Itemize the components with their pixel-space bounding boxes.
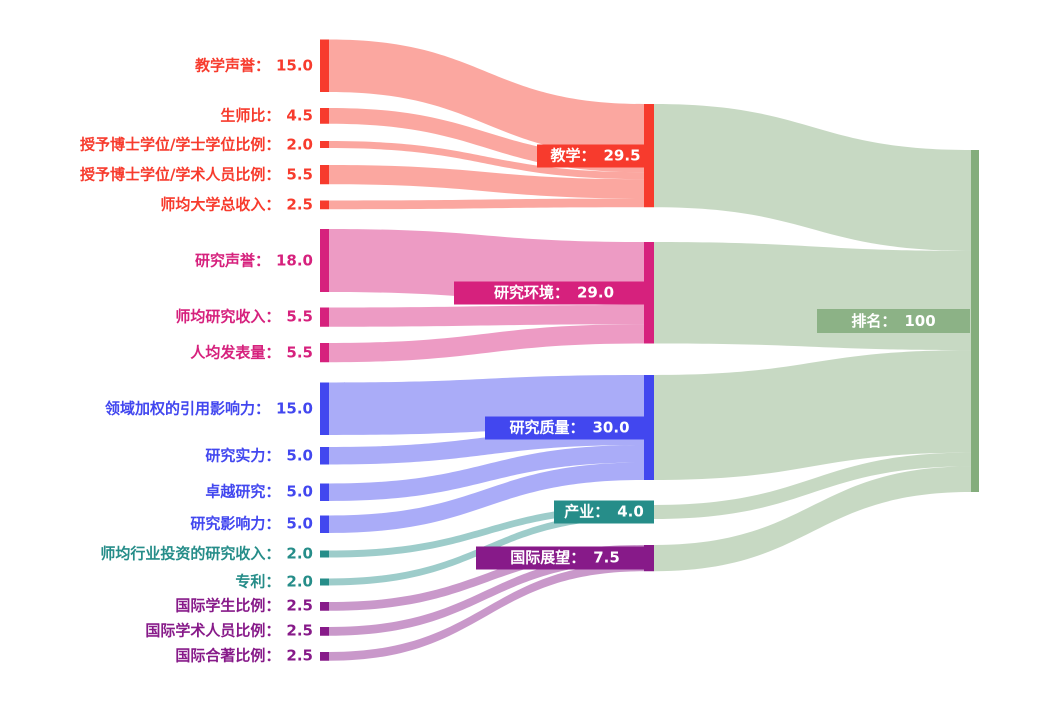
sankey-category-node[interactable] [644, 505, 654, 519]
sankey-flow[interactable] [329, 375, 644, 435]
sankey-flow[interactable] [654, 466, 971, 572]
sankey-source-node[interactable] [320, 652, 329, 661]
sankey-target-node[interactable] [971, 150, 979, 492]
sankey-source-node[interactable] [320, 141, 329, 148]
sankey-source-node[interactable] [320, 382, 329, 436]
sankey-flow[interactable] [329, 141, 644, 180]
sankey-flow[interactable] [329, 165, 644, 199]
sankey-source-node[interactable] [320, 343, 329, 363]
sankey-flow[interactable] [329, 39, 644, 157]
sankey-flow[interactable] [654, 242, 971, 351]
sankey-flow[interactable] [329, 305, 644, 327]
sankey-category-node[interactable] [644, 242, 654, 344]
sankey-flow[interactable] [654, 104, 971, 251]
sankey-source-node[interactable] [320, 578, 329, 586]
sankey-flow[interactable] [329, 324, 644, 363]
sankey-flow[interactable] [329, 198, 644, 210]
sankey-source-node[interactable] [320, 602, 329, 611]
sankey-flow[interactable] [329, 545, 644, 611]
sankey-category-node[interactable] [644, 545, 654, 572]
sankey-source-node[interactable] [320, 627, 329, 636]
sankey-source-node[interactable] [320, 550, 329, 558]
sankey-flow[interactable] [329, 553, 644, 636]
sankey-flow[interactable] [329, 445, 644, 501]
sankey-flow[interactable] [654, 350, 971, 480]
sankey-source-node[interactable] [320, 515, 329, 534]
sankey-source-node[interactable] [320, 108, 329, 124]
sankey-source-node[interactable] [320, 39, 329, 93]
sankey-source-node[interactable] [320, 447, 329, 465]
sankey-flow[interactable] [329, 505, 644, 558]
sankey-source-node[interactable] [320, 229, 329, 292]
sankey-flow[interactable] [329, 462, 644, 534]
sankey-category-node[interactable] [644, 104, 654, 208]
sankey-source-node[interactable] [320, 200, 329, 210]
sankey-flow[interactable] [654, 452, 971, 519]
sankey-source-node[interactable] [320, 307, 329, 327]
sankey-category-node[interactable] [644, 375, 654, 480]
sankey-flow[interactable] [329, 562, 644, 661]
sankey-source-node[interactable] [320, 483, 329, 502]
sankey-flow[interactable] [329, 229, 644, 305]
sankey-source-node[interactable] [320, 165, 329, 185]
